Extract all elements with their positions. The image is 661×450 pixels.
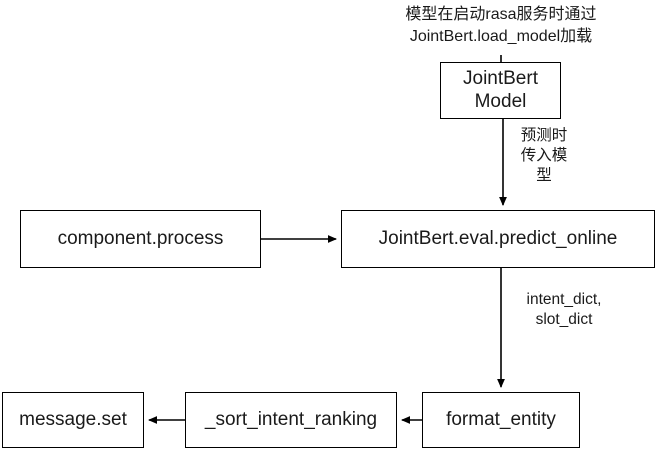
node-format-entity[interactable]: format_entity <box>422 392 580 448</box>
annotation-load-model: 模型在启动rasa服务时通过 JointBert.load_model加载 <box>405 6 597 46</box>
node-message-set[interactable]: message.set <box>2 392 144 448</box>
node-jointbert-model[interactable]: JointBert Model <box>440 62 561 119</box>
node-predict-online[interactable]: JointBert.eval.predict_online <box>341 210 655 268</box>
node-component-process[interactable]: component.process <box>20 210 261 268</box>
node-sort-intent-ranking[interactable]: _sort_intent_ranking <box>185 392 397 448</box>
edge-label-model-to-predict: 预测时 传入模 型 <box>520 127 568 185</box>
edge-label-predict-to-format: intent_dict, slot_dict <box>526 291 602 329</box>
